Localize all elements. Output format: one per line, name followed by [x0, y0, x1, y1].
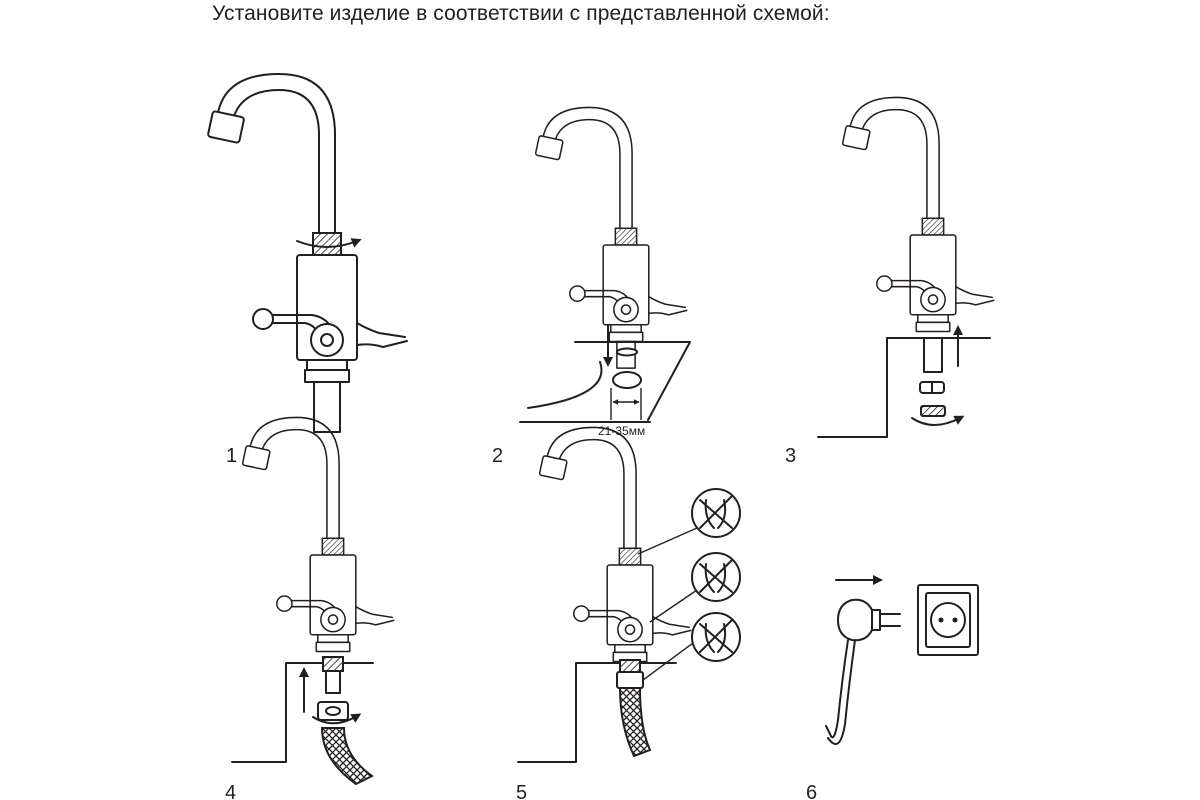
- step-6-diagram: 6: [806, 575, 979, 800]
- step-5-number: 5: [516, 782, 527, 800]
- step-4-number: 4: [225, 782, 236, 800]
- plug-icon: [825, 598, 901, 745]
- step-5-diagram: 5: [516, 426, 741, 800]
- page-title: Установите изделие в соответствии с пред…: [212, 2, 830, 25]
- step-3-number: 3: [785, 445, 796, 467]
- hole-diameter-label: 21-35мм: [598, 424, 645, 438]
- no-wrench-icon-2: [691, 552, 741, 602]
- step-4-diagram: 4: [225, 416, 395, 800]
- step-1-diagram: 1: [206, 73, 408, 467]
- step-1-number: 1: [226, 445, 237, 467]
- step-3-diagram: 3: [785, 96, 995, 467]
- step-2-diagram: 21-35мм 2: [492, 106, 691, 467]
- step-6-number: 6: [806, 782, 817, 800]
- step-2-number: 2: [492, 445, 503, 467]
- wall-socket-icon: [917, 584, 979, 656]
- no-wrench-icon-3: [691, 612, 741, 662]
- no-wrench-icon-1: [691, 488, 741, 538]
